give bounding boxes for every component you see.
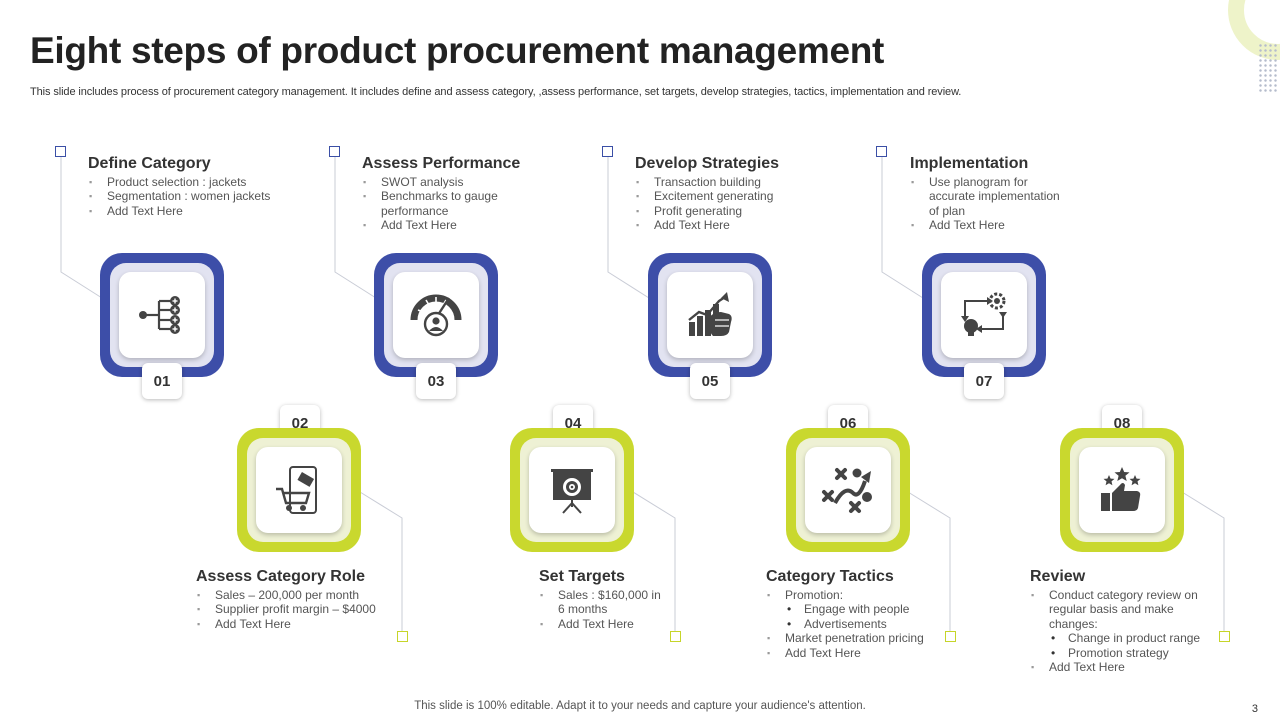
- step-07-tile: [922, 253, 1046, 377]
- step-03-text: Assess Performance SWOT analysis Benchma…: [362, 155, 582, 233]
- bullet-item: Conduct category review on regular basis…: [1030, 588, 1225, 631]
- bullet-item: Sales : $160,000 in 6 months: [539, 588, 669, 617]
- marker-square-02: [397, 631, 408, 642]
- step-04-tile: [510, 428, 634, 552]
- sub-bullet-item: Engage with people: [766, 602, 986, 617]
- bullet-item: Profit generating: [635, 204, 855, 219]
- growth-chart-fist-icon: [688, 292, 732, 336]
- target-presentation-board-icon: [551, 469, 593, 514]
- bullet-item: Add Text Here: [362, 218, 532, 233]
- bullet-item: Add Text Here: [539, 617, 669, 632]
- bullet-item: Add Text Here: [88, 204, 308, 219]
- bullet-item: Add Text Here: [635, 218, 855, 233]
- step-heading: Assess Category Role: [196, 568, 365, 585]
- bullet-item: Add Text Here: [910, 218, 1070, 233]
- bullet-item: Segmentation : women jackets: [88, 189, 308, 204]
- bullet-item: Use planogram for accurate implementatio…: [910, 175, 1070, 218]
- hierarchy-tree-icon: [139, 296, 180, 334]
- step-heading: Review: [1030, 568, 1086, 585]
- step-number-badge: 07: [964, 363, 1004, 399]
- shopping-cart-sale-tag-icon: [276, 466, 317, 514]
- sub-bullet-item: Promotion strategy: [1030, 646, 1225, 661]
- step-08-tile: [1060, 428, 1184, 552]
- step-06-tile: [786, 428, 910, 552]
- step-number-badge: 03: [416, 363, 456, 399]
- step-04-text: Set Targets Sales : $160,000 in 6 months…: [539, 568, 739, 632]
- bullet-item: Add Text Here: [196, 617, 416, 632]
- bullet-item: Sales – 200,000 per month: [196, 588, 416, 603]
- step-03-tile: [374, 253, 498, 377]
- sub-bullet-item: Advertisements: [766, 617, 986, 632]
- tactics-path-icon: [822, 468, 872, 513]
- bullet-item: Transaction building: [635, 175, 855, 190]
- step-01-tile: [100, 253, 224, 377]
- marker-square-04: [670, 631, 681, 642]
- step-heading: Develop Strategies: [635, 155, 780, 172]
- bullet-item: Add Text Here: [1030, 660, 1225, 675]
- marker-square-01: [55, 146, 66, 157]
- step-number-badge: 01: [142, 363, 182, 399]
- process-cycle-icon: [961, 292, 1007, 336]
- marker-square-03: [329, 146, 340, 157]
- gauge-user-icon: [410, 294, 462, 337]
- bullet-item: SWOT analysis: [362, 175, 532, 190]
- bullet-item: Promotion:: [766, 588, 986, 603]
- decorative-dot-grid: [1258, 43, 1278, 93]
- step-07-text: Implementation Use planogram for accurat…: [910, 155, 1110, 233]
- bullet-item: Product selection : jackets: [88, 175, 308, 190]
- step-heading: Assess Performance: [362, 155, 521, 172]
- page-subtitle: This slide includes process of procureme…: [30, 86, 962, 98]
- step-01-text: Define Category Product selection : jack…: [88, 155, 308, 219]
- bullet-item: Supplier profit margin – $4000: [196, 602, 416, 617]
- step-02-tile: [237, 428, 361, 552]
- step-number-badge: 05: [690, 363, 730, 399]
- marker-square-07: [876, 146, 887, 157]
- step-06-text: Category Tactics Promotion: Engage with …: [766, 568, 986, 660]
- step-heading: Define Category: [88, 155, 211, 172]
- bullet-item: Benchmarks to gauge performance: [362, 189, 532, 218]
- step-heading: Set Targets: [539, 568, 625, 585]
- page-number: 3: [1251, 703, 1258, 715]
- step-05-tile: [648, 253, 772, 377]
- footer-note: This slide is 100% editable. Adapt it to…: [414, 700, 866, 712]
- bullet-item: Excitement generating: [635, 189, 855, 204]
- step-02-text: Assess Category Role Sales – 200,000 per…: [196, 568, 416, 632]
- bullet-item: Add Text Here: [766, 646, 986, 661]
- step-05-text: Develop Strategies Transaction building …: [635, 155, 855, 233]
- bullet-item: Market penetration pricing: [766, 631, 986, 646]
- sub-bullet-item: Change in product range: [1030, 631, 1225, 646]
- thumbs-up-stars-icon: [1101, 467, 1141, 511]
- marker-square-05: [602, 146, 613, 157]
- page-title: Eight steps of product procurement manag…: [30, 30, 885, 71]
- step-heading: Category Tactics: [766, 568, 894, 585]
- step-08-text: Review Conduct category review on regula…: [1030, 568, 1250, 675]
- step-heading: Implementation: [910, 155, 1029, 172]
